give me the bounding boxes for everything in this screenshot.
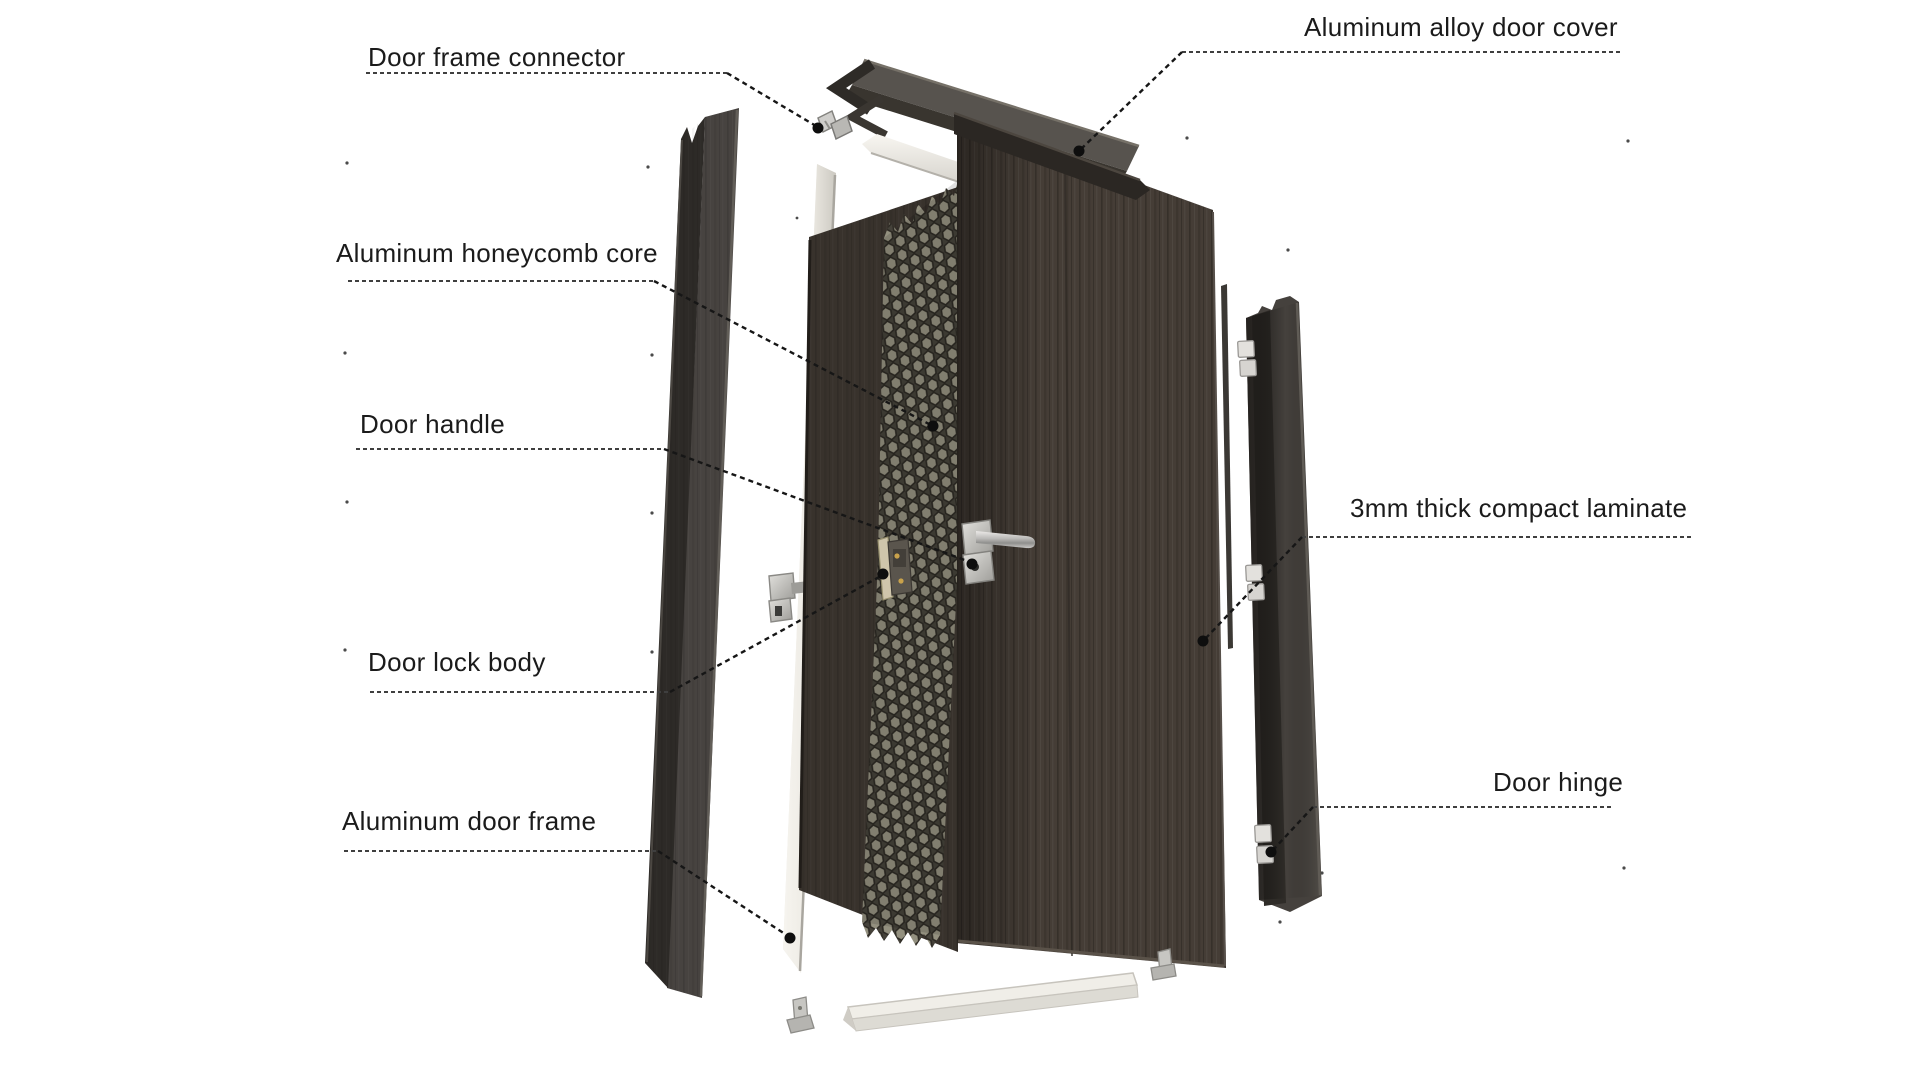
cover-panel-seam — [1064, 159, 1073, 957]
leader-line — [663, 447, 971, 564]
leader-dot — [877, 568, 889, 580]
label-door-handle: Door handle — [356, 409, 978, 570]
bracket-right-foot — [1150, 963, 1177, 981]
connector-detail — [824, 120, 831, 130]
header-rail-face — [852, 60, 1139, 171]
honeycomb-shade — [862, 180, 958, 935]
label-text: 3mm thick compact laminate — [1350, 493, 1687, 523]
corner-bracket-right — [1150, 948, 1177, 981]
jamb-highlight-edge — [1295, 302, 1322, 896]
leader-line — [1204, 536, 1303, 640]
hinge-bottom-leaf-1 — [1254, 824, 1273, 843]
corner-bracket-left — [786, 996, 815, 1034]
cover-bottom-edge — [957, 939, 1225, 968]
threshold-front-face — [851, 984, 1139, 1032]
label-text: Door lock body — [368, 647, 546, 677]
header-end-profile-lower — [844, 94, 888, 139]
connector-block-2 — [830, 114, 853, 141]
lock-screw-bottom — [898, 578, 904, 584]
hinge-middle-leaf-1 — [1245, 564, 1263, 582]
jamb-back-strip — [1221, 284, 1233, 649]
leader-dot — [1073, 145, 1085, 157]
left-frame-rails — [645, 108, 739, 998]
bottom-threshold — [843, 972, 1139, 1032]
leader-dot — [1265, 846, 1277, 858]
label-text: Door handle — [360, 409, 505, 439]
leader-dot — [812, 122, 824, 134]
cover-right-edge — [1212, 211, 1226, 967]
rail-highlight-edge — [699, 109, 739, 997]
left-frame-rail-back-grain — [667, 108, 739, 998]
door-frame-connector-hardware — [817, 109, 853, 141]
label-door-frame-connector: Door frame connector — [366, 42, 824, 134]
alloy-cover-cap — [954, 113, 1150, 200]
strike-plate-upper — [768, 572, 796, 602]
label-aluminum-honeycomb-core: Aluminum honeycomb core — [336, 238, 939, 432]
bracket-left-screw — [798, 1006, 802, 1010]
leader-dot — [927, 420, 939, 432]
leader-line — [1079, 51, 1183, 151]
left-frame-rail-front-grain — [645, 117, 705, 988]
hinge-top-leaf-2 — [1239, 359, 1257, 377]
cover-panel-edge-shade — [957, 117, 1226, 968]
leader-dot — [1197, 635, 1209, 647]
label-door-lock-body: Door lock body — [368, 568, 889, 694]
label-text: Door frame connector — [368, 42, 625, 72]
leader-line — [669, 574, 882, 694]
dust-specks — [343, 136, 1630, 924]
header-end-profile-upper — [825, 59, 876, 115]
lock-screw-top — [894, 553, 900, 559]
leader-line — [1272, 806, 1314, 851]
hinge-middle — [1245, 564, 1265, 601]
leader-line — [657, 849, 789, 938]
label-text: Aluminum honeycomb core — [336, 238, 658, 268]
label-door-hinge: Door hinge — [1265, 767, 1623, 858]
strike-slot — [775, 606, 782, 616]
label-text: Aluminum alloy door cover — [1304, 12, 1618, 42]
hinge-middle-leaf-2 — [1247, 583, 1265, 601]
lock-case-detail — [893, 549, 906, 567]
door-cover-panel — [953, 111, 1226, 968]
leader-line — [653, 279, 932, 427]
label-text: Aluminum door frame — [342, 806, 596, 836]
handle-lever — [976, 531, 1036, 549]
label-compact-laminate: 3mm thick compact laminate — [1197, 493, 1694, 647]
bracket-left-foot — [786, 1014, 815, 1034]
header-top-edge — [863, 58, 1140, 148]
hinge-top — [1237, 340, 1257, 377]
right-hinge-jamb — [1221, 284, 1322, 912]
label-aluminum-door-frame: Aluminum door frame — [342, 806, 796, 944]
door-lock-body-hardware — [877, 536, 913, 601]
alloy-cover-cap-highlight — [953, 111, 1141, 182]
label-text: Door hinge — [1493, 767, 1623, 797]
inner-panel-left-edge — [798, 239, 812, 889]
hinge-top-leaf-1 — [1237, 340, 1255, 358]
leader-dot — [966, 558, 978, 570]
label-aluminum-alloy-door-cover: Aluminum alloy door cover — [1073, 12, 1620, 157]
leader-dot — [784, 932, 796, 944]
threshold-left-tip — [843, 1007, 856, 1031]
rail-edge-line — [646, 139, 683, 963]
